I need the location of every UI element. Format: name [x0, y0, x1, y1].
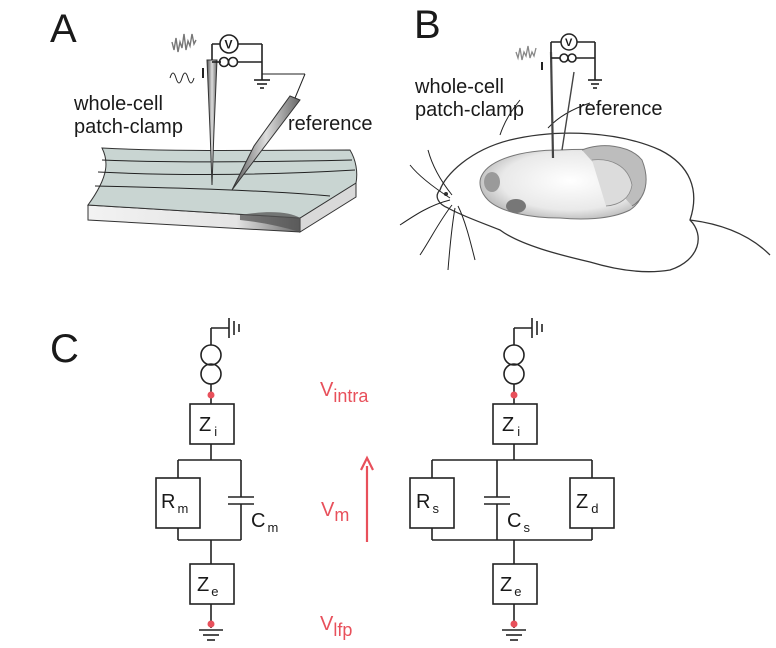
whole-cell-label-b2: patch-clamp: [415, 99, 524, 121]
current-trace-icon: [169, 72, 195, 84]
voltmeter-icon-b: [560, 33, 578, 51]
panel-label-c: C: [50, 327, 79, 371]
node-vlfp-left: [207, 620, 215, 628]
patch-electrode-b: [549, 51, 555, 159]
ze-box-left: [189, 563, 235, 605]
whole-cell-label-a1: whole-cell: [73, 93, 163, 115]
reference-electrode-b: [561, 71, 575, 151]
reference-electrode-a: [231, 95, 301, 191]
panel-label-a: A: [50, 7, 77, 51]
voltage-trace-icon: [171, 33, 197, 53]
current-source-icon-b: [559, 53, 569, 63]
zd-box-right: [569, 477, 615, 529]
node-vintra-left: [207, 391, 215, 399]
whole-cell-label-a2: patch-clamp: [74, 116, 183, 138]
brain-icon: [479, 145, 647, 220]
rs-box-right: [409, 477, 455, 529]
voltmeter-label-b: V: [565, 37, 573, 49]
brain-slice: [87, 147, 358, 233]
vm-arrow-icon: [360, 455, 374, 542]
vintra-label: Vintra: [320, 379, 369, 406]
voltage-trace-icon-b: [515, 45, 537, 61]
node-vintra-right: [510, 391, 518, 399]
current-source-right: [503, 344, 525, 366]
reference-label-a: reference: [288, 113, 373, 135]
rm-box-left: [155, 477, 201, 529]
reference-label-b: reference: [578, 98, 663, 120]
vm-label: Vm: [321, 499, 349, 525]
voltmeter-icon: [219, 34, 239, 54]
amplifier-circuit-b: V: [515, 33, 602, 89]
amplifier-circuit-a: V: [169, 33, 306, 99]
current-source-left: [200, 344, 222, 366]
vlfp-label: Vlfp: [320, 613, 352, 640]
zi-box-left: [189, 403, 235, 445]
panel-label-b: B: [414, 3, 441, 47]
node-vlfp-right: [510, 620, 518, 628]
patch-electrode-a: [206, 59, 218, 186]
ze-box-right: [492, 563, 538, 605]
zi-box-right: [492, 403, 538, 445]
voltmeter-label: V: [225, 38, 233, 52]
whole-cell-label-b1: whole-cell: [414, 76, 504, 98]
